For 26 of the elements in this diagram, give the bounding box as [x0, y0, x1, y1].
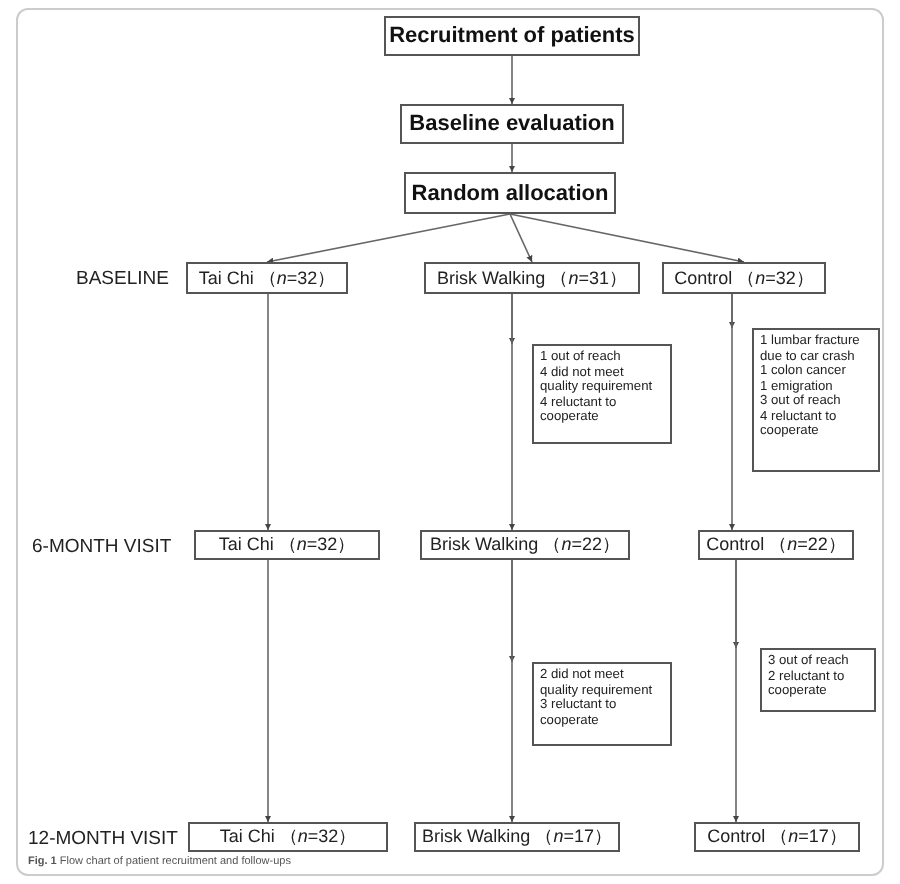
process-box: Recruitment of patients — [384, 16, 640, 56]
arrow — [508, 143, 516, 173]
arrow — [508, 55, 516, 105]
process-box: Baseline evaluation — [400, 104, 624, 144]
arrow — [509, 213, 533, 263]
arrow — [266, 213, 511, 264]
process-box: Tai Chi （n=32） — [194, 530, 380, 560]
process-box: Brisk Walking （n=22） — [420, 530, 630, 560]
row-label: BASELINE — [76, 268, 169, 290]
arrow — [732, 559, 740, 823]
row-label: 6-MONTH VISIT — [32, 536, 172, 558]
process-box: Tai Chi （n=32） — [186, 262, 348, 294]
arrow — [508, 293, 516, 531]
process-box: Control （n=32） — [662, 262, 826, 294]
process-box: Brisk Walking （n=31） — [424, 262, 640, 294]
process-box: Tai Chi （n=32） — [188, 822, 388, 852]
arrow — [509, 213, 745, 264]
arrow — [508, 559, 516, 823]
arrow — [264, 559, 272, 823]
process-box: Brisk Walking （n=17） — [414, 822, 620, 852]
row-label: 12-MONTH VISIT — [28, 828, 178, 850]
arrow — [728, 293, 736, 531]
process-box: Random allocation — [404, 172, 616, 214]
process-box: Control （n=17） — [694, 822, 860, 852]
process-box: Control （n=22） — [698, 530, 854, 560]
arrow — [264, 293, 272, 531]
